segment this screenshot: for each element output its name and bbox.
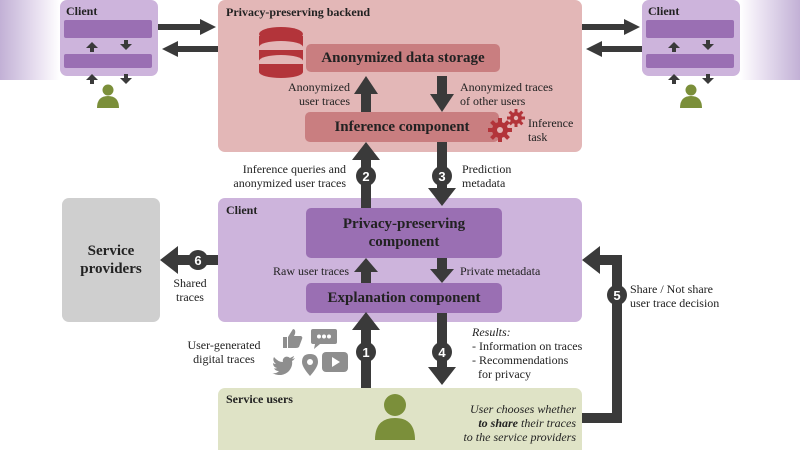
- gear-icon: [488, 109, 525, 142]
- service-providers-title: Service providers: [80, 243, 142, 277]
- flow-number-4: 4: [432, 342, 452, 362]
- label-private-metadata: Private metadata: [460, 264, 541, 278]
- right-edge-blur: [740, 0, 800, 80]
- twitter-icon: [272, 356, 295, 375]
- left-edge-blur: [0, 0, 60, 80]
- client-right-bar-top: [646, 20, 734, 38]
- storage-component: Anonymized data storage: [306, 44, 500, 72]
- video-icon: [322, 352, 348, 372]
- label-raw-traces: Raw user traces: [273, 264, 349, 278]
- client-main-title: Client: [226, 203, 258, 217]
- client-left-title: Client: [66, 4, 98, 18]
- label-shared-traces: Shared traces: [173, 276, 207, 304]
- location-pin-icon: [302, 354, 318, 376]
- right-client-small-arrows: [668, 40, 714, 84]
- backend-title: Privacy-preserving backend: [226, 5, 371, 19]
- flow-number-1: 1: [356, 342, 376, 362]
- arrow-inference-to-storage: [354, 76, 378, 112]
- label-inference-task: Inference task: [528, 116, 574, 144]
- client-left-bar-bottom: [64, 54, 152, 68]
- chat-icon: [311, 329, 337, 349]
- arrow-backend-to-left-client: [162, 41, 218, 57]
- label-anon-user-traces: Anonymized user traces: [288, 80, 350, 108]
- service-users-title: Service users: [226, 392, 293, 406]
- left-client-small-arrows: [86, 40, 132, 84]
- arrow-backend-to-right-client: [582, 19, 640, 35]
- flow-number-3: 3: [432, 166, 452, 186]
- arrow-right-client-to-backend: [586, 41, 642, 57]
- label-user-generated: User-generated digital traces: [187, 338, 261, 366]
- explanation-component: Explanation component: [306, 283, 502, 313]
- choice-to-share: to share: [478, 416, 518, 430]
- arrow-storage-to-inference: [430, 76, 454, 112]
- user-choice-text: User chooses whether to share their trac…: [440, 402, 576, 444]
- choice-line-3: to the service providers: [463, 430, 576, 444]
- results-item-2: - Recommendations for privacy: [472, 353, 569, 381]
- choice-their-traces: their traces: [518, 416, 576, 430]
- client-left-bar-top: [64, 20, 152, 38]
- label-inference-queries: Inference queries and anonymized user tr…: [233, 162, 346, 190]
- arrow-4-client-to-users: [428, 313, 456, 385]
- label-anon-other-traces: Anonymized traces of other users: [460, 80, 553, 108]
- flow-number-2: 2: [356, 166, 376, 186]
- label-share-decision: Share / Not share user trace decision: [630, 282, 720, 310]
- flow-number-5: 5: [607, 285, 627, 305]
- user-icon: [375, 394, 415, 440]
- choice-line-1: User chooses whether: [470, 402, 576, 416]
- user-icon: [97, 84, 119, 108]
- choice-line-2: to share their traces: [440, 416, 576, 430]
- arrow-5-decision-loop: [582, 246, 622, 423]
- inference-component: Inference component: [305, 112, 499, 142]
- privacy-component: Privacy-preserving component: [306, 208, 502, 258]
- arrow-left-client-to-backend: [158, 19, 216, 35]
- results-block: Results: - Information on traces - Recom…: [472, 325, 582, 381]
- client-right-bar-bottom: [646, 54, 734, 68]
- results-item-1: - Information on traces: [472, 339, 583, 353]
- thumbs-up-icon: [283, 329, 303, 348]
- results-title: Results:: [472, 325, 511, 339]
- flow-number-6: 6: [188, 250, 208, 270]
- label-prediction: Prediction metadata: [462, 162, 512, 190]
- user-icon: [680, 84, 702, 108]
- database-icon: [259, 27, 303, 78]
- arrow-explanation-to-privacy: [354, 258, 378, 283]
- arrow-privacy-to-explanation: [430, 258, 454, 283]
- client-right-title: Client: [648, 4, 680, 18]
- service-providers-panel: Service providers: [62, 198, 160, 322]
